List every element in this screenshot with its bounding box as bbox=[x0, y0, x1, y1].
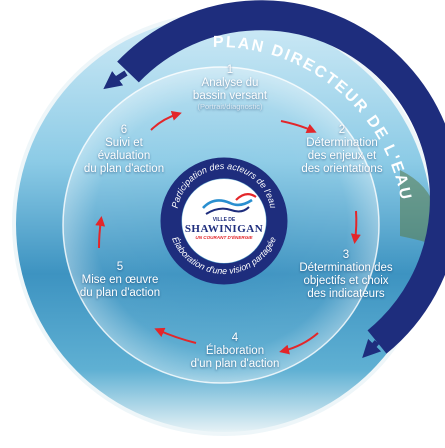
logo-prefix: VILLE DE bbox=[212, 217, 236, 223]
step-3-number: 3 bbox=[342, 249, 350, 261]
step-3-line-1: Détermination des bbox=[299, 261, 393, 274]
step-6: 6 Suivi et évaluation du plan d'action bbox=[76, 124, 172, 176]
step-5-line-2: du plan d'action bbox=[79, 286, 161, 299]
logo-disc bbox=[182, 179, 266, 263]
step-4: 4 Élaboration d'un plan d'action bbox=[185, 332, 285, 371]
step-3-line-3: des indicateurs bbox=[307, 287, 385, 300]
step-1: 1 Analyse du bassin versant (Portrait/di… bbox=[180, 64, 280, 111]
step-2: 2 Détermination des enjeux et des orient… bbox=[297, 124, 387, 176]
cycle-arrows bbox=[95, 111, 361, 355]
logo-tagline: UN COURANT D'ÉNERGIE bbox=[195, 235, 253, 240]
step-1-note: (Portrait/diagnostic) bbox=[197, 101, 263, 111]
step-2-line-2: des enjeux et bbox=[307, 149, 377, 162]
logo-wave-icon bbox=[202, 198, 253, 209]
arrow-1-2 bbox=[280, 120, 317, 134]
step-6-number: 6 bbox=[120, 124, 128, 136]
title-arc-band bbox=[117, 0, 445, 354]
step-2-line-1: Détermination bbox=[306, 136, 378, 149]
arrow-2-3 bbox=[350, 210, 361, 244]
step-5-line-1: Mise en œuvre bbox=[81, 273, 159, 286]
arrow-3-4 bbox=[279, 332, 319, 355]
logo-wave2-icon bbox=[205, 206, 250, 215]
navy-arrow-head-bottom bbox=[362, 338, 382, 359]
step-6-line-1: Suivi et bbox=[105, 136, 143, 149]
arrow-4-5 bbox=[154, 327, 197, 344]
arrow-5-6 bbox=[95, 216, 106, 249]
step-5: 5 Mise en œuvre du plan d'action bbox=[72, 261, 168, 300]
step-6-line-2: évaluation bbox=[97, 149, 151, 162]
step-1-line-1: Analyse du bbox=[201, 76, 259, 89]
step-5-number: 5 bbox=[116, 261, 124, 273]
step-1-line-2: bassin versant bbox=[192, 89, 268, 102]
logo-name: SHAWINIGAN bbox=[184, 223, 264, 235]
step-4-line-2: d'un plan d'action bbox=[190, 357, 280, 370]
center-ring bbox=[160, 157, 288, 285]
step-6-line-3: du plan d'action bbox=[83, 162, 165, 175]
step-3-line-2: objectifs et choix bbox=[303, 274, 389, 287]
logo-flame-icon bbox=[235, 193, 257, 201]
step-4-number: 4 bbox=[231, 332, 239, 344]
navy-arrow-head-left bbox=[103, 70, 128, 90]
step-1-number: 1 bbox=[226, 64, 234, 76]
step-2-number: 2 bbox=[338, 124, 346, 136]
step-2-line-3: des orientations bbox=[301, 162, 383, 175]
step-3: 3 Détermination des objectifs et choix d… bbox=[291, 249, 401, 301]
step-4-line-1: Élaboration bbox=[205, 344, 265, 357]
island-shape bbox=[400, 170, 435, 245]
arrow-6-1 bbox=[150, 111, 182, 131]
logo-block: VILLE DE SHAWINIGAN UN COURANT D'ÉNERGIE bbox=[184, 217, 264, 241]
